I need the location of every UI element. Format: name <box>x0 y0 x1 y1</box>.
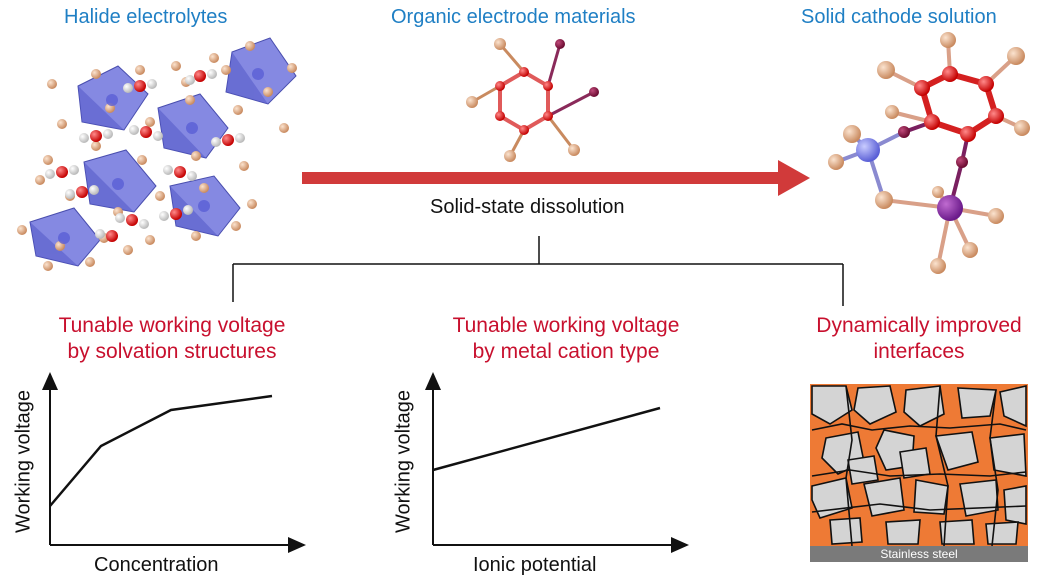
halide-electrolytes-title: Halide electrolytes <box>64 6 228 28</box>
plot-left <box>42 372 306 553</box>
plot-left-xlabel: Concentration <box>94 554 219 576</box>
benefit-cation-type: Tunable working voltage by metal cation … <box>425 313 707 365</box>
stainless-steel-substrate <box>810 546 1028 562</box>
organic-electrode-title: Organic electrode materials <box>391 6 636 28</box>
stainless-steel-label: Stainless steel <box>880 547 958 561</box>
plot-left-curve <box>49 394 273 507</box>
plot-middle-ylabel: Working voltage <box>392 389 415 534</box>
solid-cathode-molecule-illustration <box>828 32 1030 274</box>
solid-cathode-title: Solid cathode solution <box>801 6 997 28</box>
benefit-solvation-line1: Tunable working voltage <box>58 314 286 337</box>
benefit-interfaces: Dynamically improved interfaces <box>790 313 1048 365</box>
plot-left-ylabel: Working voltage <box>12 389 35 534</box>
plot-middle-curve <box>432 406 661 472</box>
plot-middle-xlabel: Ionic potential <box>473 554 597 576</box>
benefit-solvation-line2: by solvation structures <box>67 340 277 363</box>
benefit-cation-line1: Tunable working voltage <box>452 314 680 337</box>
dissolution-label: Solid-state dissolution <box>430 196 625 218</box>
connector-lines <box>232 236 844 306</box>
water-molecules <box>45 69 245 242</box>
interface-panel <box>810 384 1028 562</box>
plot-middle <box>425 372 689 553</box>
halide-atoms <box>17 41 297 271</box>
organic-molecule-illustration <box>466 38 599 162</box>
dissolution-arrow <box>302 160 810 196</box>
halide-crystal-illustration <box>17 37 297 271</box>
benefit-cation-line2: by metal cation type <box>472 340 660 363</box>
benefit-interfaces-line2: interfaces <box>873 340 965 363</box>
benefit-interfaces-line1: Dynamically improved <box>816 314 1022 337</box>
benefit-solvation: Tunable working voltage by solvation str… <box>31 313 313 365</box>
